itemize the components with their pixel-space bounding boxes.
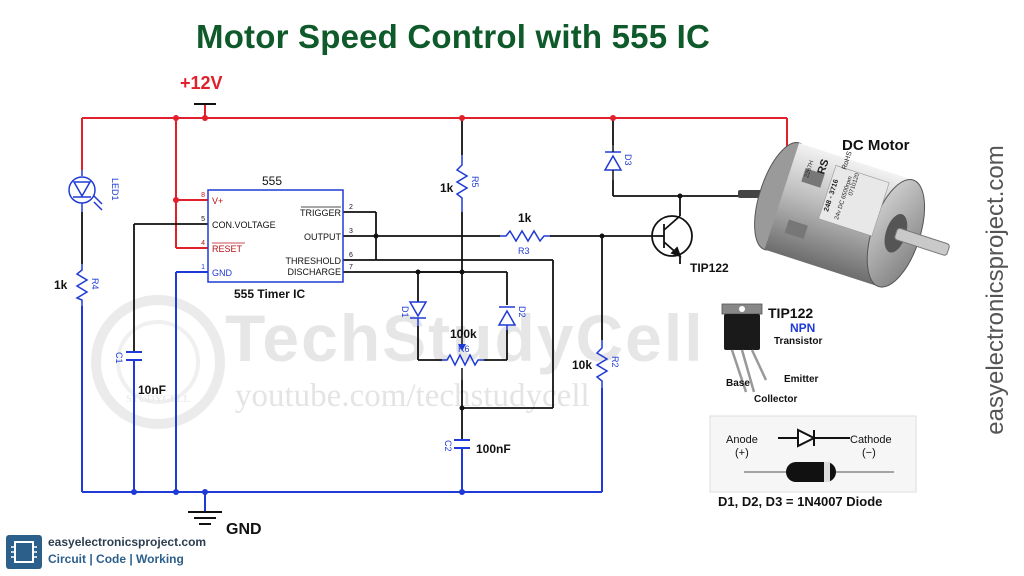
page-title: Motor Speed Control with 555 IC [196,18,711,55]
ic-pin-7-name: DISCHARGE [287,267,341,277]
tip122-card-type: NPN [790,321,815,335]
motor-image: RS RoHS 248 - 3716 24v DC 6500rpm 2267H … [738,142,950,288]
diode-card-anode: Anode [726,434,758,446]
resistor-r4: 1k R4 [54,264,100,306]
vcc-symbol: +12V [180,73,223,105]
ic-pin-6-num: 6 [349,252,353,259]
r3-value: 1k [518,211,532,225]
r4-ref: R4 [90,278,100,290]
ic-pin-3-name: OUTPUT [304,232,342,242]
junction-dots [131,115,683,495]
ic-pin-5-name: CON.VOLTAGE [212,220,276,230]
tip122-card-emitter: Emitter [784,374,819,385]
motor-label: DC Motor [842,137,910,154]
transistor-label: TIP122 [690,261,729,275]
diode-d2: D2 [497,306,527,330]
ic-pin-4-num: 4 [201,240,205,247]
potentiometer-r6: 100k R6 [442,327,484,380]
ic-pin-1-name: GND [212,268,233,278]
c1-ref: C1 [114,352,124,364]
diode-card-caption: D1, D2, D3 = 1N4007 Diode [718,494,882,509]
gnd-rail [81,271,603,512]
transistor-tip122: TIP122 [651,215,729,275]
r6-value: 100k [450,327,477,341]
tip122-card-subtitle: Transistor [774,336,822,347]
c1-value: 10nF [138,383,166,397]
c2-value: 100nF [476,442,511,456]
diode-card-anode-sign: (+) [735,447,749,459]
motor-code1: 2267H [804,160,815,179]
r3-ref: R3 [518,246,530,256]
diode-d3: D3 [603,145,633,180]
r6-ref: R6 [458,344,470,354]
c2-ref: C2 [443,440,453,452]
ic-pin-8-name: V+ [212,196,223,206]
d1-ref: D1 [400,306,410,318]
brand-tagline: Circuit | Code | Working [48,552,184,566]
d3-ref: D3 [623,154,633,166]
watermark-seal-text: STUDYCELL [126,393,190,405]
led-component: LED1 [68,170,120,212]
r5-ref: R5 [470,176,480,188]
ic-part-number: 555 [262,174,282,188]
ground-symbol: GND [188,511,262,538]
tip122-card-title: TIP122 [768,305,813,321]
ic-pin-4-name: RESET [212,244,243,254]
ic-pin-2-num: 2 [349,204,353,211]
capacitor-c2: C2 100nF [443,439,511,460]
gnd-label: GND [226,521,262,538]
diode-card-cathode-sign: (−) [862,447,876,459]
ic-pin-2-name: TRIGGER [300,208,342,218]
brand-logo-icon [6,535,42,569]
tip122-package: TIP122 NPN Transistor Base Emitter Colle… [721,303,822,405]
motor-brand: RS [815,158,831,176]
brand-footer: easyelectronicsproject.com Circuit | Cod… [6,534,206,570]
signal-wires [81,118,745,440]
tip122-card-base: Base [726,378,750,389]
ic-pin-8-num: 8 [201,192,205,199]
ic-pin-1-num: 1 [201,264,205,271]
ic-caption: 555 Timer IC [234,287,305,301]
ic-pin-3-num: 3 [349,228,353,235]
r2-value: 10k [572,358,592,372]
tip122-card-collector: Collector [754,394,797,405]
ic-555: 555 555 Timer IC 8 V+ 5 CON.VOLTAGE 4 RE… [201,174,353,301]
r2-ref: R2 [610,356,620,368]
ic-pin-7-num: 7 [349,264,353,271]
resistor-r2: 10k R2 [572,340,620,388]
vcc-label: +12V [180,73,223,93]
r4-value: 1k [54,278,68,292]
vcc-rail [81,104,788,249]
capacitor-c1: C1 10nF [114,351,166,397]
d2-ref: D2 [517,306,527,318]
watermark-seal: STUDYCELL [91,295,225,429]
led-ref: LED1 [110,178,120,201]
diode-card: Anode (+) Cathode (−) D1, D2, D3 = 1N400… [709,415,917,509]
diode-d1: D1 [400,301,428,326]
resistor-r3: 1k R3 [500,211,550,256]
brand-name: easyelectronicsproject.com [48,535,207,549]
ic-pin-6-name: THRESHOLD [285,256,341,266]
ic-pin-5-num: 5 [201,216,205,223]
diode-card-cathode: Cathode [850,434,892,446]
r5-value: 1k [440,181,454,195]
resistor-r5: 1k R5 [440,155,480,212]
